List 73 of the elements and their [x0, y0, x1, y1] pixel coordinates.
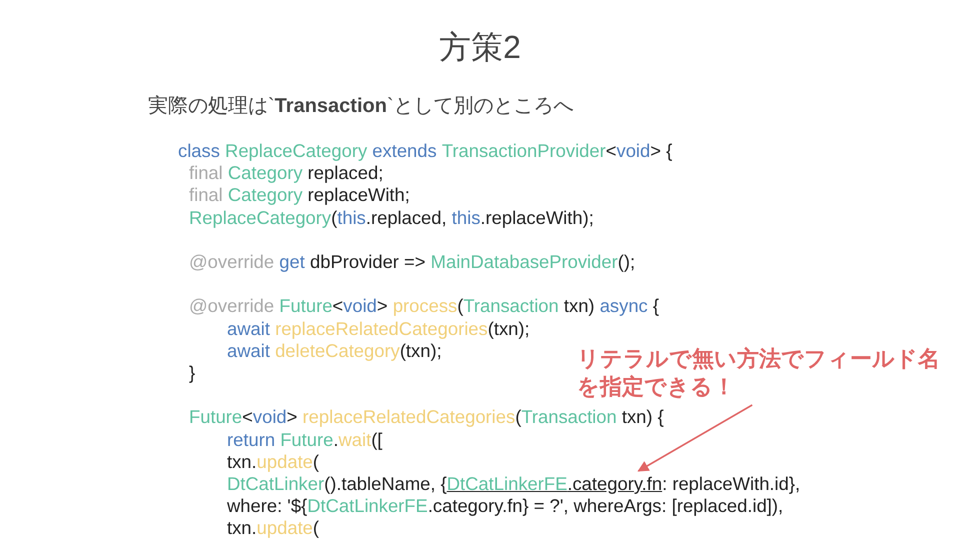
code-token: ();: [618, 251, 636, 272]
slide-title: 方策2: [438, 28, 522, 67]
code-token: Category: [228, 184, 303, 206]
code-token: ReplaceCategory: [225, 140, 368, 161]
code-token: (: [312, 517, 320, 538]
code-token: .: [333, 428, 338, 450]
code-token: async: [600, 295, 648, 316]
code-token: TransactionProvider: [442, 140, 606, 161]
code-token: await: [227, 318, 270, 339]
code-token: ().tableName, {: [324, 473, 447, 494]
code-token: <: [606, 140, 616, 161]
code-token: extends: [372, 140, 437, 161]
code-token: replaceRelatedCategories: [302, 406, 516, 428]
code-token: return: [227, 428, 276, 450]
code-token: Future: [189, 406, 242, 428]
code-token: .replaceWith);: [480, 206, 594, 228]
code-token: txn.: [227, 517, 257, 538]
code-token: replaceRelatedCategories: [275, 318, 488, 339]
code-token: DtCatLinker: [227, 473, 324, 494]
code-token: deleteCategory: [275, 340, 400, 361]
code-token: .category.fn: [567, 473, 662, 494]
code-token: (: [331, 206, 338, 228]
code-token: (txn);: [488, 318, 530, 339]
subtitle: 実際の処理は`Transaction`として別のところへ: [148, 94, 574, 119]
code-token: >: [376, 295, 388, 316]
code-token: await: [227, 340, 270, 361]
code-token: >: [286, 406, 298, 428]
code-token: ReplaceCategory: [189, 206, 332, 228]
code-token: this: [452, 206, 480, 228]
code-token: DtCatLinkerFE: [307, 495, 428, 516]
code-token: Category: [228, 162, 303, 184]
code-token: Future: [280, 428, 334, 450]
code-token: txn): [564, 295, 595, 316]
leader-arrow: [637, 404, 753, 472]
code-token: update: [256, 517, 313, 538]
code-token: .category.fn} = ?', whereArgs: [replaced.id]),: [428, 495, 784, 516]
code-token: get: [279, 251, 305, 272]
code-token: Future: [279, 295, 332, 316]
code-token: }: [189, 362, 196, 383]
code-token: txn.: [227, 450, 257, 472]
code-token: Transaction: [521, 406, 617, 428]
code-token: (: [457, 295, 464, 316]
code-token: (: [312, 450, 320, 472]
code-token: ([: [371, 428, 382, 450]
code-token: txn) {: [622, 406, 664, 428]
code-token: final: [189, 162, 223, 184]
code-token: dbProvider =>: [310, 251, 426, 272]
code-token: <: [242, 406, 253, 428]
code-token: Transaction: [463, 295, 559, 316]
code-token: process: [392, 295, 458, 316]
code-token: void: [343, 295, 377, 316]
code-token: {: [652, 295, 660, 316]
code-token: <: [332, 295, 344, 316]
code-token: MainDatabaseProvider: [430, 251, 618, 272]
code-token: where: '${: [227, 495, 308, 516]
code-token: replaceWith;: [308, 184, 410, 206]
code-token: > {: [650, 140, 672, 161]
code-token: (: [515, 406, 522, 428]
code-token: class: [178, 140, 220, 161]
code-token: final: [189, 184, 223, 206]
callout-text: リテラルで無い方法でフィールド名を指定できる！: [577, 345, 942, 401]
code-token: replaced;: [308, 162, 384, 184]
code-token: @override: [189, 295, 274, 316]
code-token: @override: [189, 251, 274, 272]
code-token: wait: [338, 428, 372, 450]
code-token: (txn);: [400, 340, 442, 361]
code-token: : replaceWith.id},: [662, 473, 800, 494]
code-token: update: [256, 450, 313, 472]
code-token: DtCatLinkerFE: [446, 473, 568, 494]
code-token: this: [337, 206, 366, 228]
code-token: void: [252, 406, 287, 428]
code-token: .replaced,: [366, 206, 447, 228]
code-token: void: [616, 140, 650, 161]
